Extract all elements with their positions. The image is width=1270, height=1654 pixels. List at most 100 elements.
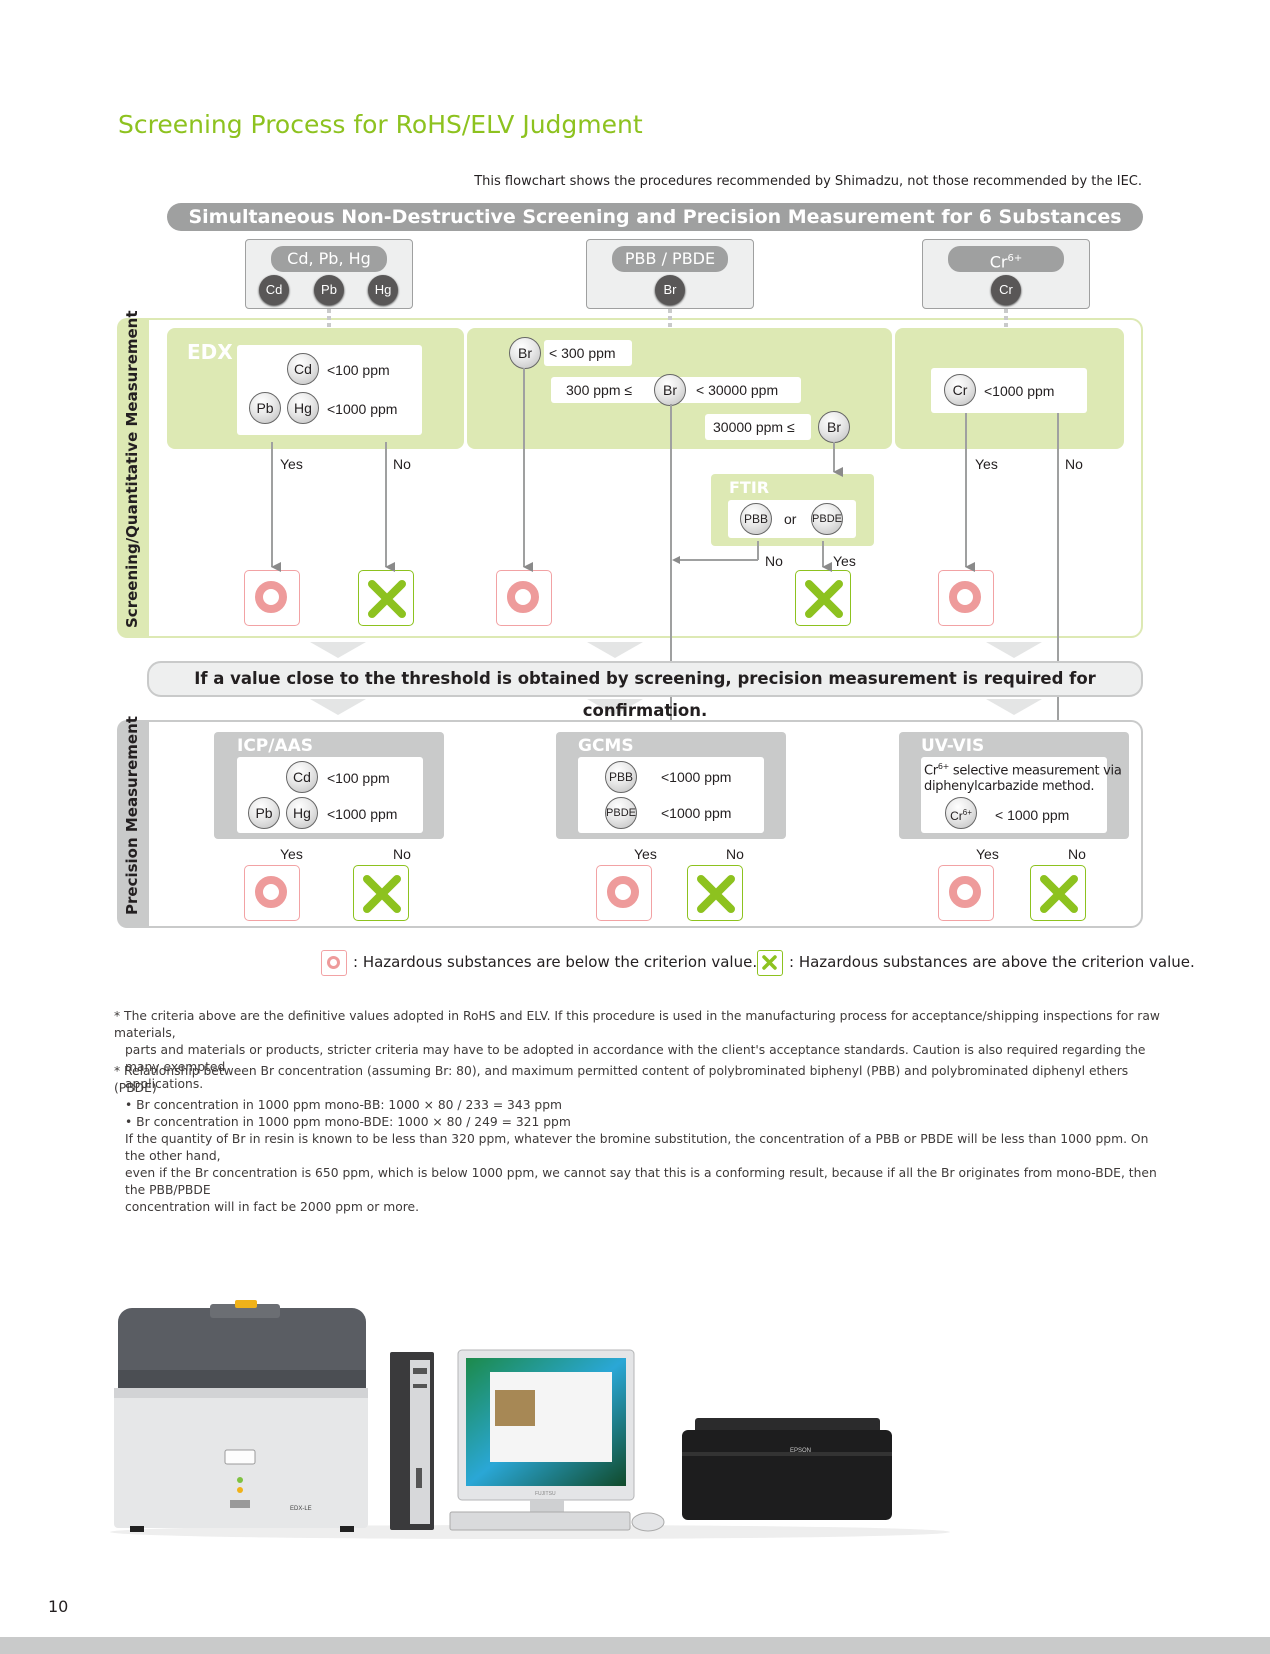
edx-pb-circle: Pb [249,392,281,424]
ftir-no-label: No [765,553,783,569]
br-circle-1: Br [509,337,541,369]
screening-side-bar [117,318,149,638]
mouse [631,1512,665,1532]
chip-cd: Cd [259,275,289,305]
legend-pass-text: : Hazardous substances are below the cri… [353,953,758,971]
cross-icon [363,875,401,913]
footnote-1-line-3: applications. [125,1077,204,1091]
legend-fail-text: : Hazardous substances are above the cri… [789,953,1195,971]
chip-hg: Hg [368,275,398,305]
group-title-cd-pb-hg: Cd, Pb, Hg [271,246,387,272]
printer: EPSON [682,1418,892,1520]
result-fail-edx [358,570,414,626]
gcms-criteria: PBB <1000 ppm PBDE <1000 ppm [578,757,764,833]
ftir-pbde-circle: PBDE [811,503,843,535]
ftir-pbb-circle: PBB [740,503,772,535]
analyzer-label: EDX-LE [290,1506,312,1512]
uvvis-no-label: No [1068,846,1086,862]
legend-fail-icon [757,950,783,976]
keyboard [449,1511,631,1531]
footnote-1: * The criteria above are the definitive … [114,1008,1164,1093]
icp-cd-circle: Cd [286,761,318,793]
footnote-1-line-2: parts and materials or products, stricte… [125,1043,1146,1074]
result-pass-icp [244,865,300,921]
precision-side-bar [117,720,149,928]
group-box-cr6: Cr6+ Cr [922,239,1090,309]
page-title: Screening Process for RoHS/ELV Judgment [118,110,643,139]
br-circle-2: Br [654,374,686,406]
edx-pbhg-criterion: <1000 ppm [327,401,398,417]
result-pass-br [496,570,552,626]
footnote-2-line-3: • Br concentration in 1000 ppm mono-BDE:… [125,1115,571,1129]
result-pass-cr [938,570,994,626]
legend-pass-icon [321,950,347,976]
equipment-photo: EDX-LE FUJITSU EPSON [110,1300,950,1539]
gcms-box: GCMS PBB <1000 ppm PBDE <1000 ppm [556,732,786,839]
cr-box: Cr <1000 ppm [895,328,1124,449]
chip-cr: Cr [991,275,1021,305]
br-row2-high: < 30000 ppm [696,382,779,398]
edx-box: EDX Cd <100 ppm Pb Hg <1000 ppm [167,328,464,449]
edx-yes-label: Yes [280,456,303,472]
footnote-2-line-6: concentration will in fact be 2000 ppm o… [125,1200,419,1214]
page-number: 10 [48,1597,69,1616]
group-title-pbb-pbde: PBB / PBDE [612,246,728,272]
gcms-pbb-criterion: <1000 ppm [661,769,732,785]
icp-pbhg-criterion: <1000 ppm [327,806,398,822]
ftir-box: FTIR PBB or PBDE [711,474,874,546]
br-row2-low: 300 ppm ≤ [566,382,633,398]
cross-icon [1040,875,1078,913]
result-pass-uvvis [938,865,994,921]
uvvis-desc-line1: Cr6+ selective measurement via [924,762,1122,779]
icp-box: ICP/AAS Cd <100 ppm Pb Hg <1000 ppm [214,732,444,839]
edx-hg-circle: Hg [287,392,319,424]
uvvis-yes-label: Yes [976,846,999,862]
chip-pb: Pb [314,275,344,305]
footnote-2-line-5: even if the Br concentration is 650 ppm,… [125,1166,1157,1197]
gcms-label: GCMS [578,736,634,756]
result-fail-uvvis [1030,865,1086,921]
ftir-label: FTIR [729,478,770,497]
br-row3-low: 30000 ppm ≤ [713,419,795,435]
cross-icon [368,580,406,618]
bottom-strip [0,1637,1270,1654]
br-row1-criterion: < 300 ppm [549,345,616,361]
cross-icon [762,955,777,970]
info-bar: If a value close to the threshold is obt… [147,661,1143,720]
precision-side-label: Precision Measurement [123,716,141,915]
result-pass-gcms [596,865,652,921]
monitor-brand: FUJITSU [535,1491,556,1497]
edx-no-label: No [393,456,411,472]
br-row3-box: 30000 ppm ≤ [705,414,811,440]
group-title-cr6: Cr6+ [948,246,1064,272]
result-pass-edx [244,570,300,626]
icp-yes-label: Yes [280,846,303,862]
icp-hg-circle: Hg [286,797,318,829]
uvvis-desc-line2: diphenylcarbazide method. [924,779,1095,794]
uvvis-box: UV-VIS Cr6+ selective measurement via di… [899,732,1129,839]
gcms-pbde-criterion: <1000 ppm [661,805,732,821]
icp-pb-circle: Pb [248,797,280,829]
ftir-or: or [784,511,797,527]
footnote-2: * Relationship between Br concentration … [114,1063,1164,1216]
gcms-pbb-circle: PBB [605,761,637,793]
cr-criterion: <1000 ppm [984,383,1055,399]
printer-brand: EPSON [790,1448,811,1454]
edx-label: EDX [187,340,233,364]
edx-criteria: Cd <100 ppm Pb Hg <1000 ppm [237,345,422,435]
footnote-2-line-4: If the quantity of Br in resin is known … [125,1132,1149,1163]
icp-no-label: No [393,846,411,862]
br-row1-box: < 300 ppm [544,340,632,366]
cross-icon [697,875,735,913]
edx-cd-criterion: <100 ppm [327,362,390,378]
footnote-2-line-2: • Br concentration in 1000 ppm mono-BB: … [125,1098,563,1112]
gcms-no-label: No [726,846,744,862]
screening-side-label: Screening/Quantitative Measurement [123,310,141,628]
result-fail-icp [353,865,409,921]
gcms-yes-label: Yes [634,846,657,862]
uvvis-cr-circle: Cr6+ [945,797,977,829]
ftir-yes-label: Yes [833,553,856,569]
uvvis-criterion: < 1000 ppm [995,807,1070,823]
edx-cd-circle: Cd [287,353,319,385]
analyzer-unit: EDX-LE [114,1300,368,1532]
